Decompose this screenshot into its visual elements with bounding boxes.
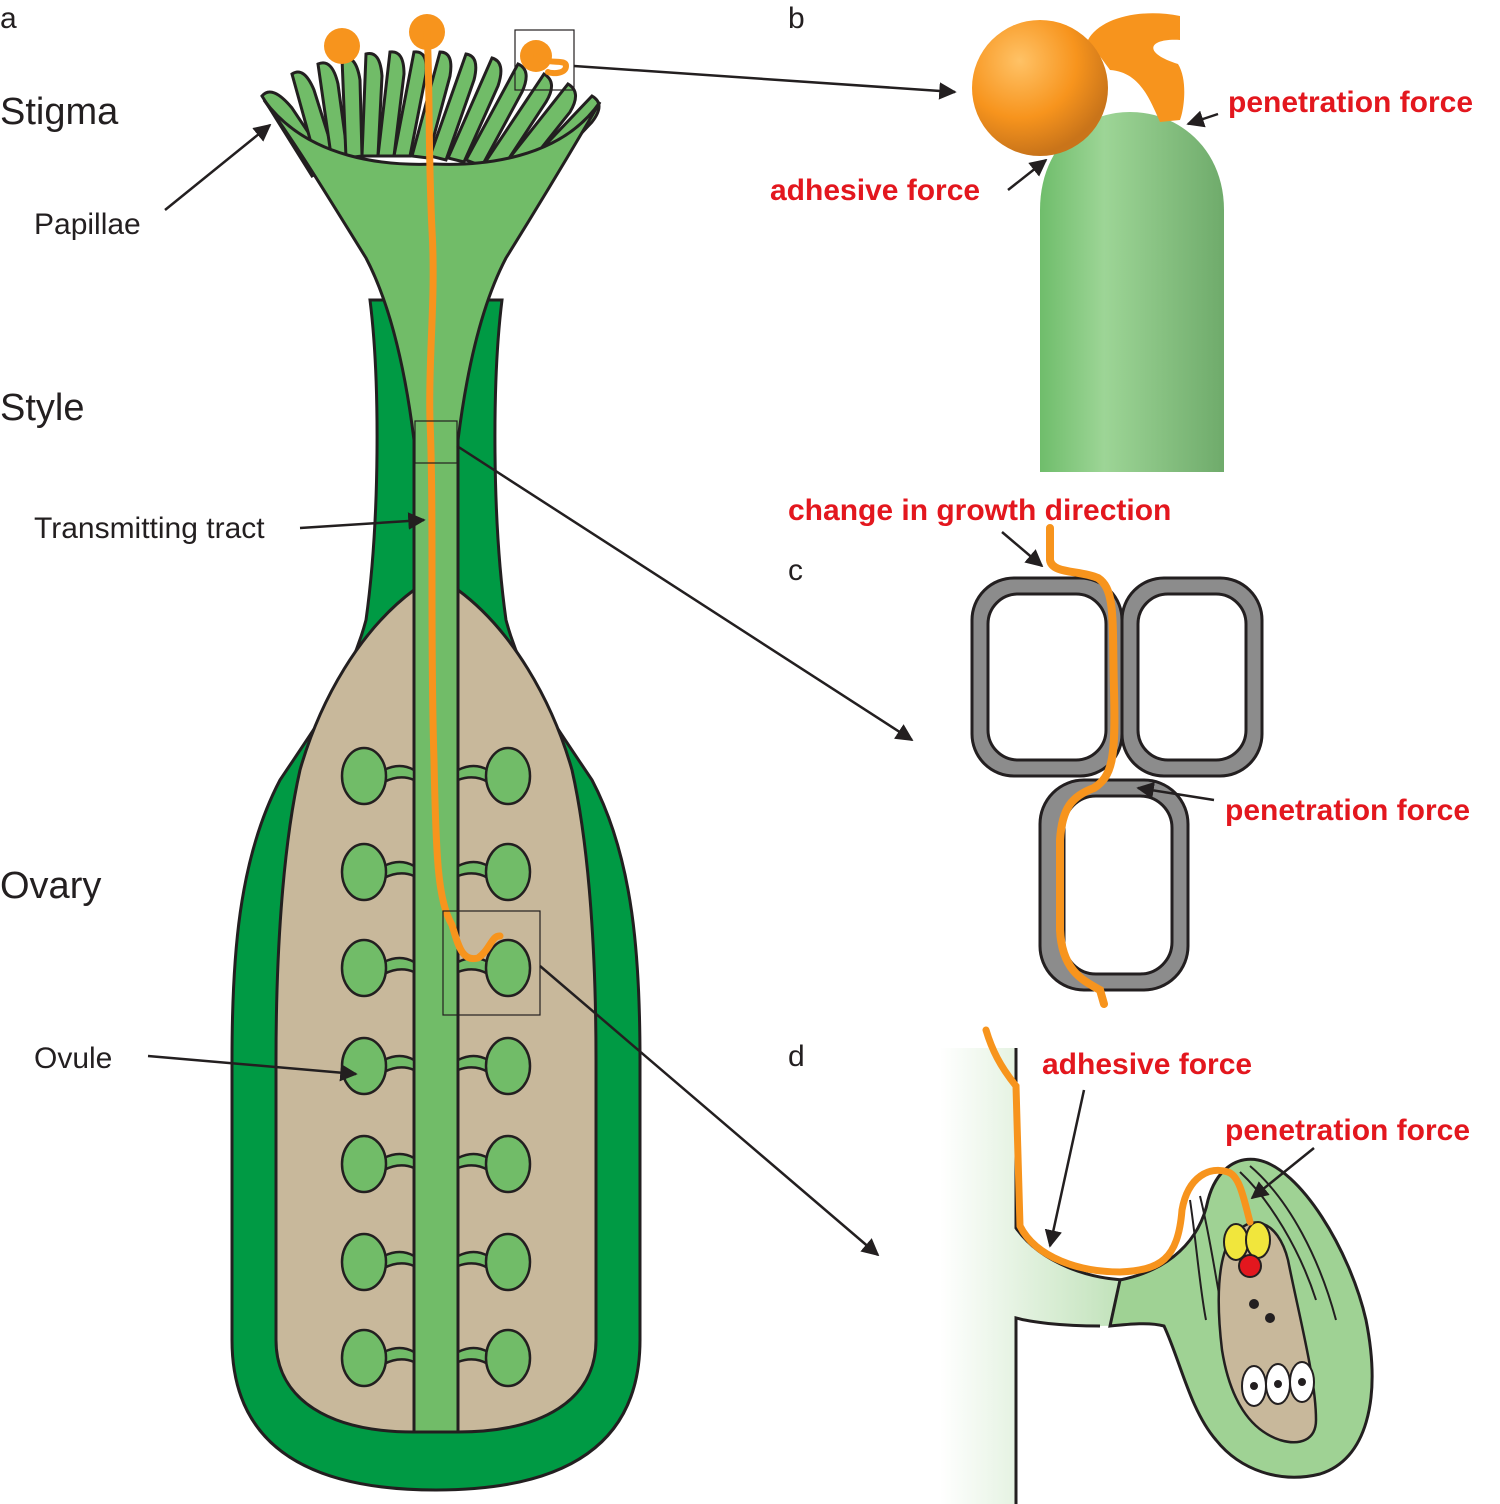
label-ovary: Ovary xyxy=(0,865,101,907)
arrow-ovule xyxy=(147,1054,358,1082)
label-style: Style xyxy=(0,387,84,429)
arrow-d-penetration xyxy=(1250,1147,1315,1200)
label-d-adhesive-force: adhesive force xyxy=(1042,1048,1252,1081)
ovule xyxy=(340,746,532,806)
ovule xyxy=(340,938,532,998)
ovule xyxy=(340,1134,532,1194)
panel-a-letter: a xyxy=(0,2,17,35)
arrow-b-penetration xyxy=(1186,110,1219,128)
ovules xyxy=(340,746,532,1388)
polar-nucleus xyxy=(1265,1313,1275,1323)
label-papillae: Papillae xyxy=(34,208,141,241)
label-c-penetration-force: penetration force xyxy=(1225,794,1470,827)
arrow-papillae xyxy=(164,123,272,211)
zoom-box-ovule xyxy=(442,910,541,1016)
zoom-box-stigma xyxy=(514,29,575,91)
label-transmitting-tract: Transmitting tract xyxy=(34,512,265,545)
ovule xyxy=(340,842,532,902)
label-c-change-direction: change in growth direction xyxy=(788,494,1171,527)
connector-to-d xyxy=(539,965,880,1257)
label-b-adhesive-force: adhesive force xyxy=(770,174,980,207)
ovary-cavity-left xyxy=(274,587,416,1434)
pollen-tube-c xyxy=(1046,524,1119,1008)
panel-c: c change in growth direction penetration… xyxy=(788,494,1470,1008)
synergid-cell xyxy=(1223,1223,1249,1261)
style-cells xyxy=(970,576,1264,992)
integument xyxy=(1189,1165,1337,1321)
polar-nucleus xyxy=(1249,1299,1259,1309)
ovary-cavity-right xyxy=(456,587,598,1434)
label-stigma: Stigma xyxy=(0,91,119,133)
label-d-penetration-force: penetration force xyxy=(1225,1114,1470,1147)
connector-to-b xyxy=(573,64,957,100)
label-ovule: Ovule xyxy=(34,1042,112,1075)
ovule xyxy=(340,1328,532,1388)
arrow-c-penetration xyxy=(1136,781,1215,802)
pollen-tube-b xyxy=(1088,13,1185,122)
panel-c-letter: c xyxy=(788,554,803,587)
connector-to-c xyxy=(456,444,914,742)
septum xyxy=(940,1048,1220,1504)
panel-b-letter: b xyxy=(788,2,805,35)
panel-b: b penetration force adhesive force xyxy=(770,2,1473,472)
pollen-tube-main xyxy=(423,28,504,963)
pollen-tube-d xyxy=(982,1026,1254,1276)
panel-d: d adhesive force penetration force xyxy=(788,1026,1470,1504)
pollen-tube-short xyxy=(533,53,570,77)
antipodal-cells xyxy=(1241,1361,1315,1407)
zoom-box-style xyxy=(414,420,458,464)
arrow-c-change-direction xyxy=(1001,531,1044,568)
egg-cell xyxy=(1238,1254,1262,1278)
papilla-cell xyxy=(1040,112,1224,472)
pollen-grain-b xyxy=(972,20,1108,156)
ovule xyxy=(340,1232,532,1292)
arrow-transmitting-tract xyxy=(299,512,426,530)
arrow-b-adhesive xyxy=(1007,158,1048,191)
panel-d-letter: d xyxy=(788,1040,805,1073)
label-b-penetration-force: penetration force xyxy=(1228,86,1473,119)
synergid-cell xyxy=(1245,1221,1271,1259)
panel-a: a xyxy=(0,2,957,1492)
arrow-d-adhesive xyxy=(1044,1089,1086,1248)
